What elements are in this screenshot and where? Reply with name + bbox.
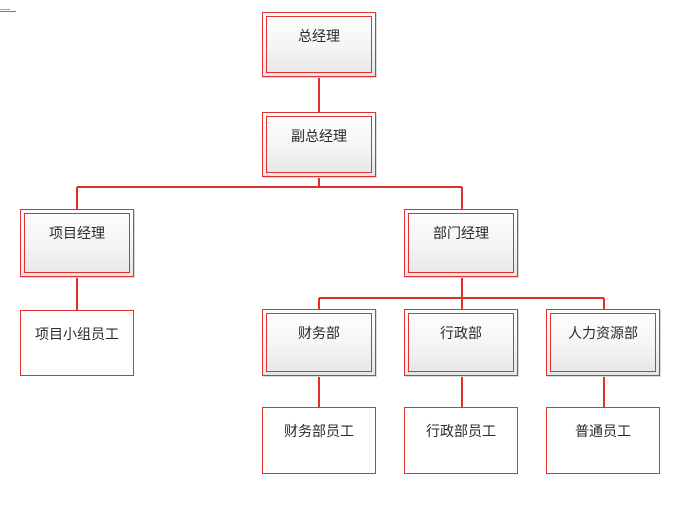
node-vice-ceo-label: 副总经理 <box>291 129 347 145</box>
node-finance-dept: 财务部 <box>262 309 376 376</box>
node-hr-dept: 人力资源部 <box>546 309 660 376</box>
node-department-manager: 部门经理 <box>404 209 518 277</box>
node-project-team-staff-label: 项目小组员工 <box>35 327 119 343</box>
node-admin-dept-label: 行政部 <box>440 326 482 342</box>
node-hr-dept-label: 人力资源部 <box>568 326 638 342</box>
node-general-staff: 普通员工 <box>546 407 660 474</box>
node-ceo-label: 总经理 <box>298 29 340 45</box>
corner-mark <box>0 0 16 12</box>
node-admin-dept: 行政部 <box>404 309 518 376</box>
node-finance-staff-label: 财务部员工 <box>284 424 354 440</box>
node-project-team-staff: 项目小组员工 <box>20 310 134 376</box>
node-general-staff-label: 普通员工 <box>575 424 631 440</box>
node-project-manager: 项目经理 <box>20 209 134 277</box>
node-finance-dept-label: 财务部 <box>298 326 340 342</box>
node-admin-staff: 行政部员工 <box>404 407 518 474</box>
node-project-manager-label: 项目经理 <box>49 226 105 242</box>
node-department-manager-label: 部门经理 <box>433 226 489 242</box>
node-finance-staff: 财务部员工 <box>262 407 376 474</box>
node-vice-ceo: 副总经理 <box>262 112 376 177</box>
node-ceo: 总经理 <box>262 12 376 77</box>
node-admin-staff-label: 行政部员工 <box>426 424 496 440</box>
